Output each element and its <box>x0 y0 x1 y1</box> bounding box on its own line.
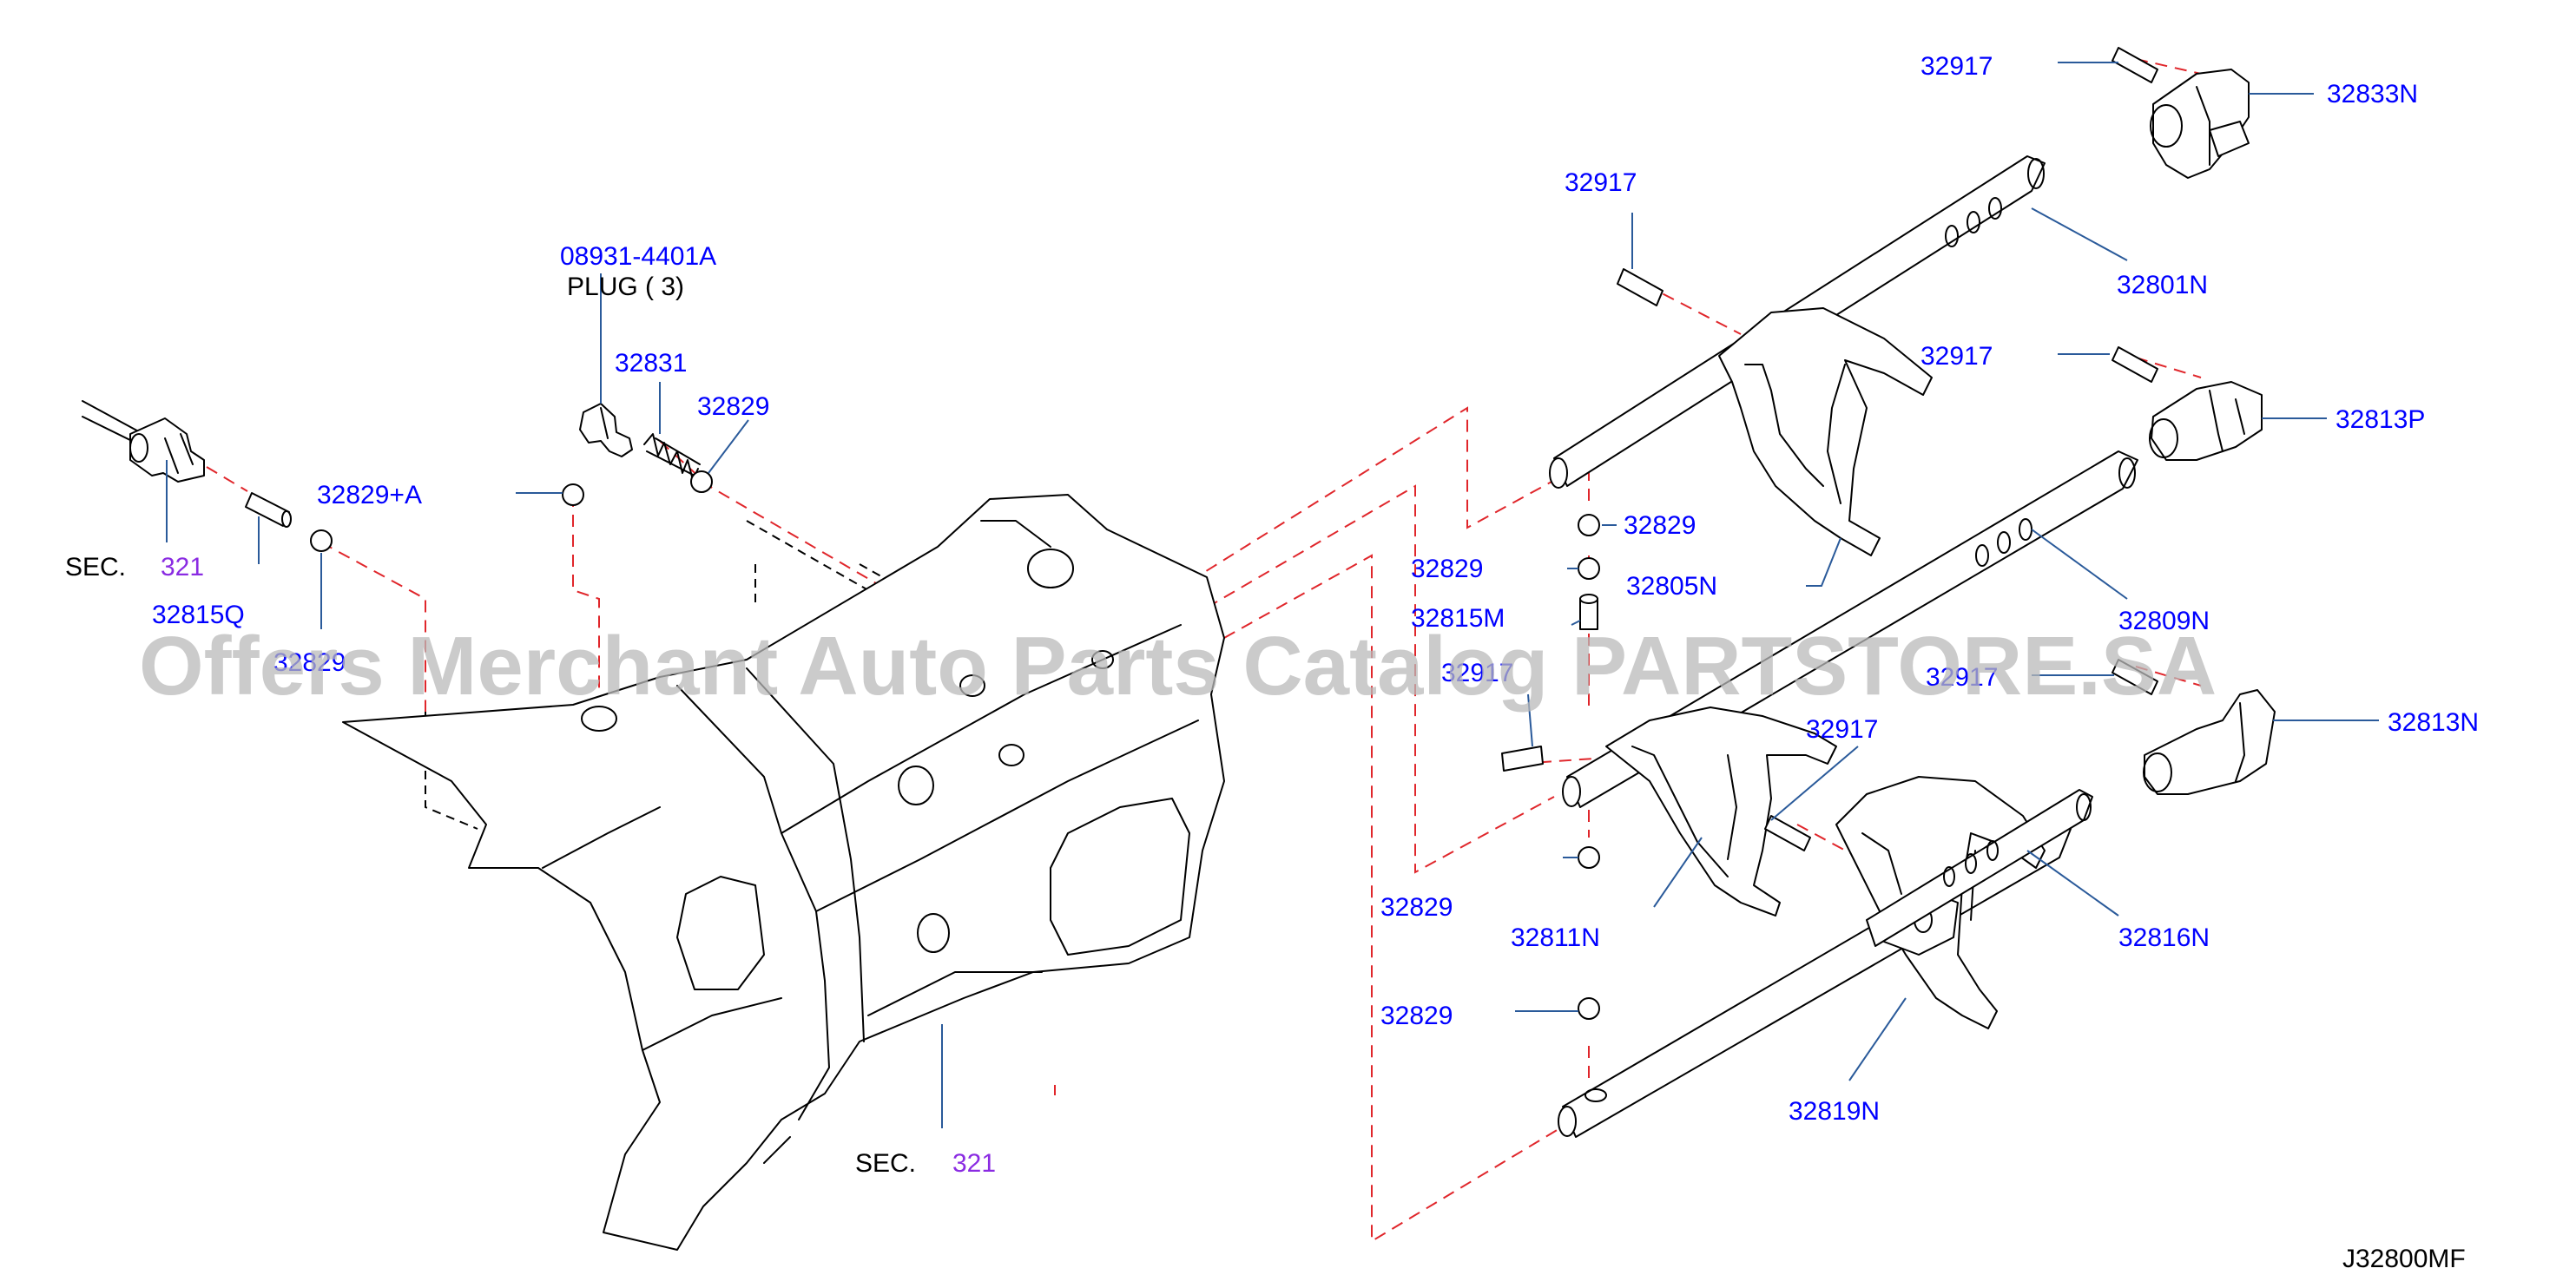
callout-32819N[interactable]: 32819N <box>1789 1097 1880 1126</box>
section-reference-left[interactable]: SEC. 321 <box>65 553 204 582</box>
callout-32917-fork[interactable]: 32917 <box>1806 715 1878 744</box>
ball-32829-b <box>1578 557 1600 580</box>
callout-32917-right[interactable]: 32917 <box>1926 663 1998 692</box>
shift-fork-32811N <box>1605 706 1837 917</box>
callout-32829-d[interactable]: 32829 <box>1380 1002 1453 1030</box>
transmission-housing <box>342 494 1225 1251</box>
pin-32815Q <box>245 492 292 528</box>
callout-32917-pin-left[interactable]: 32917 <box>1441 659 1513 687</box>
sec-bottom-prefix: SEC. <box>855 1149 916 1178</box>
section-reference-bottom[interactable]: SEC. 321 <box>855 1149 996 1178</box>
roll-pins-32917 <box>1501 47 2158 851</box>
callout-32801N[interactable]: 32801N <box>2117 271 2208 299</box>
shift-fork-32816N <box>1835 776 2093 1029</box>
callout-32829-left[interactable]: 32829 <box>273 648 346 677</box>
callout-08931-4401A[interactable]: 08931-4401A <box>560 242 716 271</box>
callout-32809N[interactable]: 32809N <box>2118 607 2210 635</box>
leader-lines <box>166 62 2379 1128</box>
ball-32829A <box>562 483 584 506</box>
callout-32917-top[interactable]: 32917 <box>1920 52 1993 81</box>
reverse-lamp-switch <box>82 400 205 483</box>
callout-32917-upper-rail[interactable]: 32917 <box>1565 168 1637 197</box>
callout-32811N[interactable]: 32811N <box>1511 923 1600 952</box>
callout-32815M[interactable]: 32815M <box>1411 604 1505 633</box>
callout-32805N[interactable]: 32805N <box>1626 572 1717 601</box>
spring-32831 <box>643 433 701 481</box>
callout-32829A[interactable]: 32829+A <box>317 481 422 509</box>
ball-32829-left <box>310 529 333 552</box>
shift-block-32813P <box>2149 381 2263 461</box>
callout-32831[interactable]: 32831 <box>615 349 687 378</box>
plug-08931-4401A <box>579 403 633 457</box>
callout-32813P[interactable]: 32813P <box>2336 405 2425 434</box>
shift-block-32813N <box>2143 689 2276 795</box>
callout-32829-a[interactable]: 32829 <box>1624 511 1696 540</box>
callout-32829-upper[interactable]: 32829 <box>697 392 769 421</box>
shift-fork-32805N <box>1718 307 1933 556</box>
assembly-guide-lines <box>206 58 2202 1243</box>
shift-block-32833N <box>2150 69 2250 179</box>
part-callouts: 32917 32833N 32917 32801N 32917 32813P 3… <box>152 52 2479 1126</box>
ball-32829-upper <box>690 470 713 493</box>
ball-32829-d <box>1578 997 1600 1020</box>
sec-bottom-number[interactable]: 321 <box>952 1149 996 1178</box>
sec-left-number[interactable]: 321 <box>161 553 204 582</box>
callout-32815Q[interactable]: 32815Q <box>152 601 245 629</box>
ball-32829-c <box>1578 846 1600 869</box>
diagram-reference-code: J32800MF <box>2342 1245 2466 1273</box>
callout-32816N[interactable]: 32816N <box>2118 923 2210 952</box>
ball-32829-a <box>1578 514 1600 536</box>
callout-32813N[interactable]: 32813N <box>2388 708 2479 737</box>
watermark: Offers Merchant Auto Parts Catalog PARTS… <box>139 620 2217 713</box>
plug-quantity-label: PLUG ( 3) <box>567 273 684 301</box>
callout-32829-b[interactable]: 32829 <box>1411 555 1483 583</box>
sec-left-prefix: SEC. <box>65 553 126 582</box>
callout-32917-mid[interactable]: 32917 <box>1920 342 1993 371</box>
callout-32829-c[interactable]: 32829 <box>1380 893 1453 922</box>
callout-32833N[interactable]: 32833N <box>2327 80 2418 108</box>
